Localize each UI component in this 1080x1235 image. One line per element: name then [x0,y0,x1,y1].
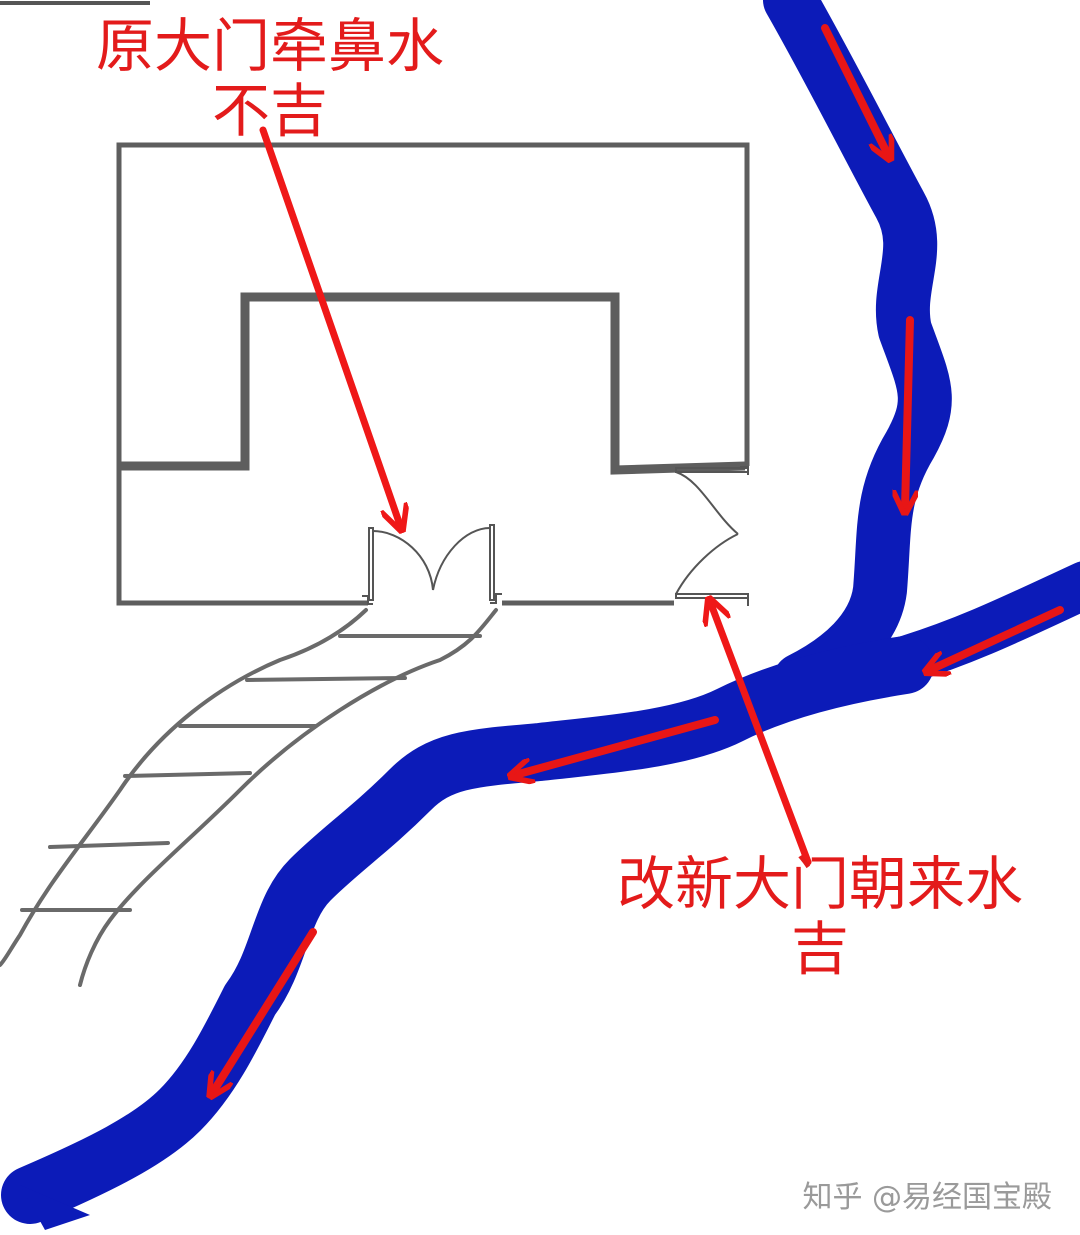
new-door-label: 改新大门朝来水 吉 [575,852,1065,982]
flow-arrow-icon [821,24,888,155]
pointer-arrow-old-door [259,126,400,525]
river-mouth [20,1185,90,1230]
new-door-label-line1: 改新大门朝来水 [616,850,1023,918]
flow-arrow-icon [213,928,317,1092]
river-downstream [1,636,934,1224]
flow-arrow-icon [905,316,910,508]
courtyard-wall [119,292,746,475]
pointer-arrow-new-door [711,604,812,866]
old-door-label-line1: 原大门牵鼻水 [95,12,444,80]
stone-path [0,608,498,987]
old-door-label: 原大门牵鼻水 不吉 [60,14,480,144]
new-door-label-line2: 吉 [790,914,849,983]
old-door-label-line2: 不吉 [211,76,328,145]
flow-arrow-icon [930,606,1064,670]
river-tributary [881,561,1080,684]
original-double-door-icon [362,524,502,605]
watermark: 知乎 @易经国宝殿 [802,1180,1052,1215]
flow-arrow-icon [515,716,719,775]
new-double-door-icon [675,466,749,606]
building-outline [116,142,750,606]
